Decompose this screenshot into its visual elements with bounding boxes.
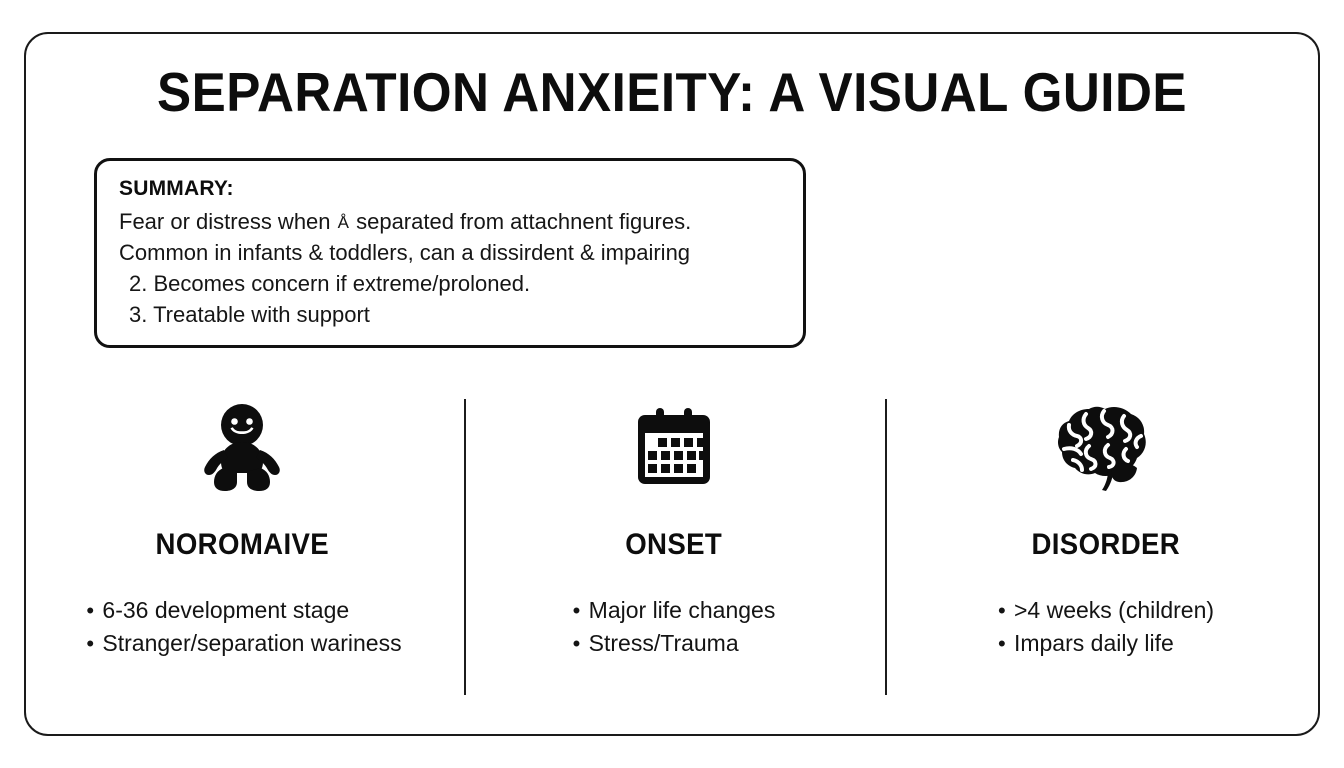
bullet-text: Major life changes xyxy=(588,597,776,623)
column-normative: NOROMAIVE • 6-36 development stage • Str… xyxy=(26,372,458,702)
bullet-marker: • xyxy=(572,631,581,656)
summary-line-1-after: separated from attachnent figures. xyxy=(349,209,692,234)
summary-box: SUMMARY: Fear or distress when Å separat… xyxy=(94,158,806,348)
summary-line-2: Common in infants & toddlers, can a diss… xyxy=(119,240,691,265)
column-heading-normative: NOROMAIVE xyxy=(155,528,329,561)
summary-line-1: Fear or distress when Å separated from a… xyxy=(119,209,692,234)
bullet-text: Stranger/separation wariness xyxy=(102,630,402,656)
list-item: • >4 weeks (children) xyxy=(998,594,1214,627)
bullet-text: Stress/Trauma xyxy=(588,630,739,656)
column-heading-disorder: DISORDER xyxy=(1031,528,1181,561)
bullet-text: >4 weeks (children) xyxy=(1013,597,1215,623)
brain-icon xyxy=(1056,400,1156,496)
bullet-marker: • xyxy=(997,631,1006,656)
list-item: • 6-36 development stage xyxy=(86,594,401,627)
page-title: SEPARATION ANXIEITY: A VISUAL GUIDE xyxy=(157,61,1187,123)
summary-line-1-before: Fear or distress when xyxy=(119,209,337,234)
summary-label: SUMMARY: xyxy=(119,177,234,200)
column-heading-onset: ONSET xyxy=(625,528,723,561)
list-item: • Impars daily life xyxy=(998,627,1214,660)
column-bullets-disorder: • >4 weeks (children) • Impars daily lif… xyxy=(998,594,1214,660)
bullet-marker: • xyxy=(86,631,95,656)
column-divider-1 xyxy=(464,399,466,695)
bullet-text: 6-36 development stage xyxy=(102,597,350,623)
bullet-marker: • xyxy=(997,598,1006,623)
main-card: SEPARATION ANXIEITY: A VISUAL GUIDE SUMM… xyxy=(24,32,1320,736)
summary-line-4: 3. Treatable with support xyxy=(129,302,370,327)
list-item: • Stress/Trauma xyxy=(573,627,776,660)
list-item: • Major life changes xyxy=(573,594,776,627)
baby-icon xyxy=(199,400,285,496)
bullet-marker: • xyxy=(86,598,95,623)
column-bullets-onset: • Major life changes • Stress/Trauma xyxy=(573,594,776,660)
summary-line-3: 2. Becomes concern if extreme/proloned. xyxy=(129,271,531,296)
bullet-text: Impars daily life xyxy=(1013,630,1174,656)
column-bullets-normative: • 6-36 development stage • Stranger/sepa… xyxy=(86,594,401,660)
list-item: • Stranger/separation wariness xyxy=(86,627,401,660)
column-divider-2 xyxy=(885,399,887,695)
column-onset: ONSET • Major life changes • Stress/Trau… xyxy=(458,372,890,702)
bullet-marker: • xyxy=(572,598,581,623)
column-disorder: DISORDER • >4 weeks (children) • Impars … xyxy=(890,372,1322,702)
calendar-icon xyxy=(632,400,716,496)
columns-row: NOROMAIVE • 6-36 development stage • Str… xyxy=(26,372,1322,702)
